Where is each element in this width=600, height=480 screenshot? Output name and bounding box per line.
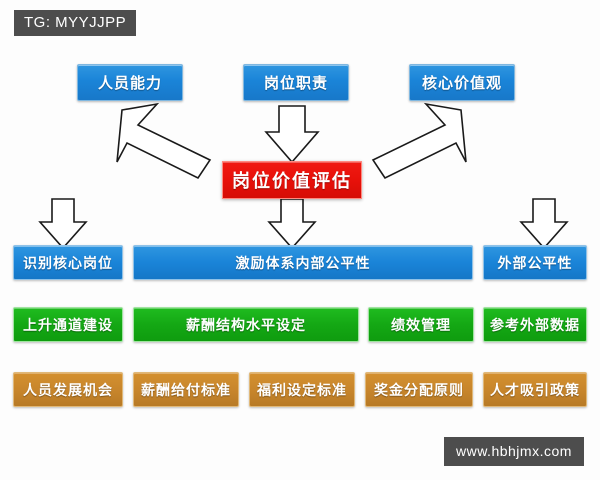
outcome-node-internal-equity[interactable]: 激励体系内部公平性 (133, 245, 473, 280)
application-node-development-opportunity[interactable]: 人员发展机会 (13, 372, 123, 407)
input-node-personnel-capability[interactable]: 人员能力 (77, 64, 183, 101)
input-node-job-responsibility[interactable]: 岗位职责 (243, 64, 349, 101)
arrow-input-right-to-core (371, 102, 467, 180)
mechanism-node-pay-structure-level[interactable]: 薪酬结构水平设定 (133, 307, 359, 342)
application-node-pay-standard[interactable]: 薪酬给付标准 (133, 372, 239, 407)
arrow-input-left-to-core (116, 102, 212, 180)
outcome-node-external-equity[interactable]: 外部公平性 (483, 245, 587, 280)
mechanism-node-external-data-reference[interactable]: 参考外部数据 (483, 307, 587, 342)
application-node-benefit-standard[interactable]: 福利设定标准 (249, 372, 355, 407)
arrow-core-to-outcome-right (519, 198, 569, 250)
input-node-core-values[interactable]: 核心价值观 (409, 64, 515, 101)
application-node-talent-attraction[interactable]: 人才吸引政策 (483, 372, 587, 407)
outcome-node-identify-core-positions[interactable]: 识别核心岗位 (13, 245, 123, 280)
arrow-input-middle-to-core (264, 105, 320, 164)
mechanism-node-promotion-channel[interactable]: 上升通道建设 (13, 307, 123, 342)
mechanism-node-performance-management[interactable]: 绩效管理 (368, 307, 474, 342)
bottom-right-watermark: www.hbhjmx.com (444, 437, 584, 466)
arrow-core-to-outcome-middle (267, 198, 317, 250)
arrow-core-to-outcome-left (38, 198, 88, 250)
application-node-bonus-allocation[interactable]: 奖金分配原则 (365, 372, 473, 407)
core-node-job-value-assessment[interactable]: 岗位价值评估 (222, 161, 362, 199)
top-left-tag-overlay: TG: MYYJJPP (14, 10, 137, 36)
